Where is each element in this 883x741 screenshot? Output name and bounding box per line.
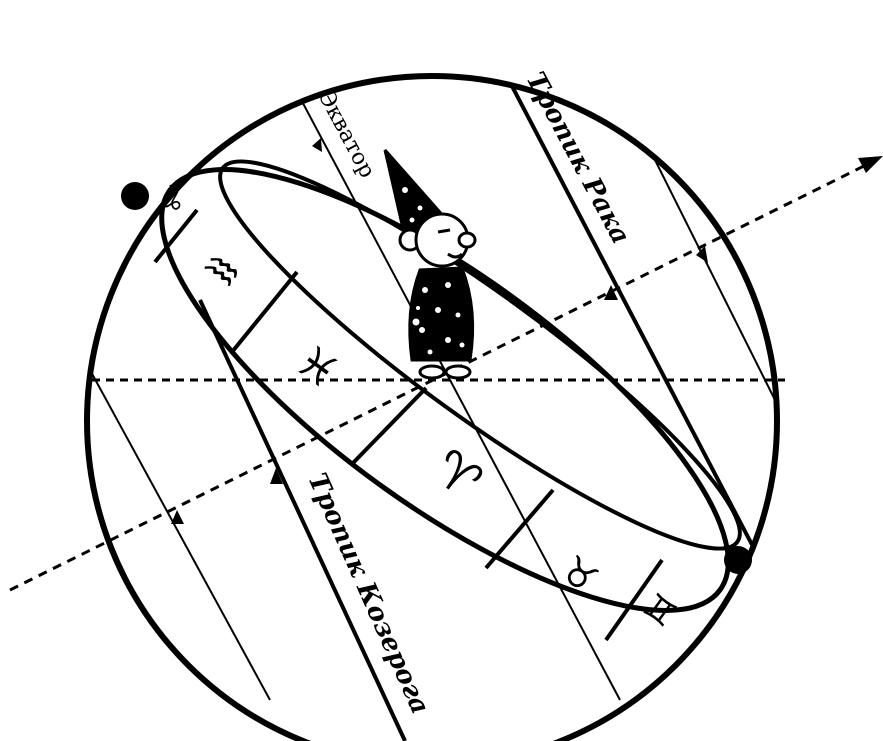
aquarius-sign: ♒ <box>190 239 252 303</box>
solstice-point-left <box>121 182 149 210</box>
wizard-eye <box>438 230 450 232</box>
parallel-line-outer-right <box>605 60 785 420</box>
pisces-sign: ♓ <box>286 335 348 399</box>
solstice-point-right <box>724 546 752 574</box>
parallel-line-outer-left <box>90 370 270 700</box>
divider-3 <box>352 388 426 464</box>
arrow-head-equator <box>312 138 322 152</box>
wizard-hand <box>411 317 421 327</box>
wizard-nose <box>459 233 475 247</box>
wizard-foot-right <box>446 366 470 378</box>
tropic-cancer-label: Тропик Рака <box>520 67 636 249</box>
equator-label: Экватор <box>313 86 380 182</box>
tropic-cancer-line <box>480 25 760 560</box>
arrow-head-outer-left <box>171 510 184 524</box>
celestial-sphere-outline <box>87 76 777 741</box>
gemini-sign: ♊ <box>635 586 683 636</box>
aries-sign: ♈ <box>422 438 492 511</box>
divider-2 <box>232 272 297 352</box>
wizard-foot-left <box>420 366 444 378</box>
world-axis-arrow-head <box>858 156 883 173</box>
arrow-head-outer-right <box>696 246 708 263</box>
taurus-sign: ♉ <box>553 547 606 603</box>
